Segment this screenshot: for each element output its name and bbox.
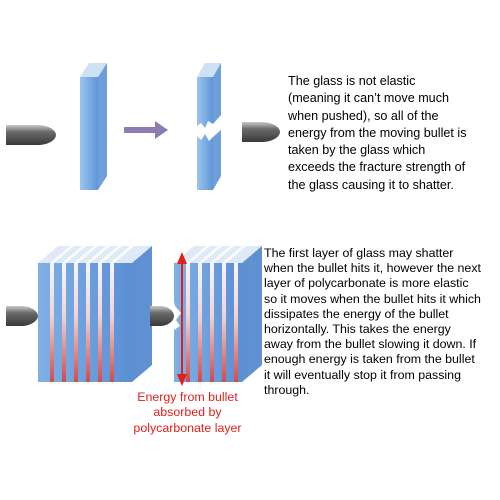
laminated-block-right — [174, 246, 262, 382]
energy-caption: Energy from bullet absorbed by polycarbo… — [133, 390, 242, 435]
glass-explanation-text: The glass is not elastic (meaning it can… — [288, 74, 467, 192]
transition-arrow — [124, 121, 168, 139]
bullet-top-right — [242, 122, 280, 142]
bullet-bottom-left — [6, 306, 38, 326]
intact-glass-pane — [80, 63, 107, 190]
bullet-bottom-right — [150, 306, 174, 326]
bullet-top-left — [6, 125, 56, 145]
laminated-block-left — [38, 246, 152, 382]
energy-absorption-arrow — [177, 252, 187, 386]
shattered-glass-pane — [197, 63, 221, 190]
laminate-explanation-text: The first layer of glass may shatter whe… — [264, 246, 481, 397]
